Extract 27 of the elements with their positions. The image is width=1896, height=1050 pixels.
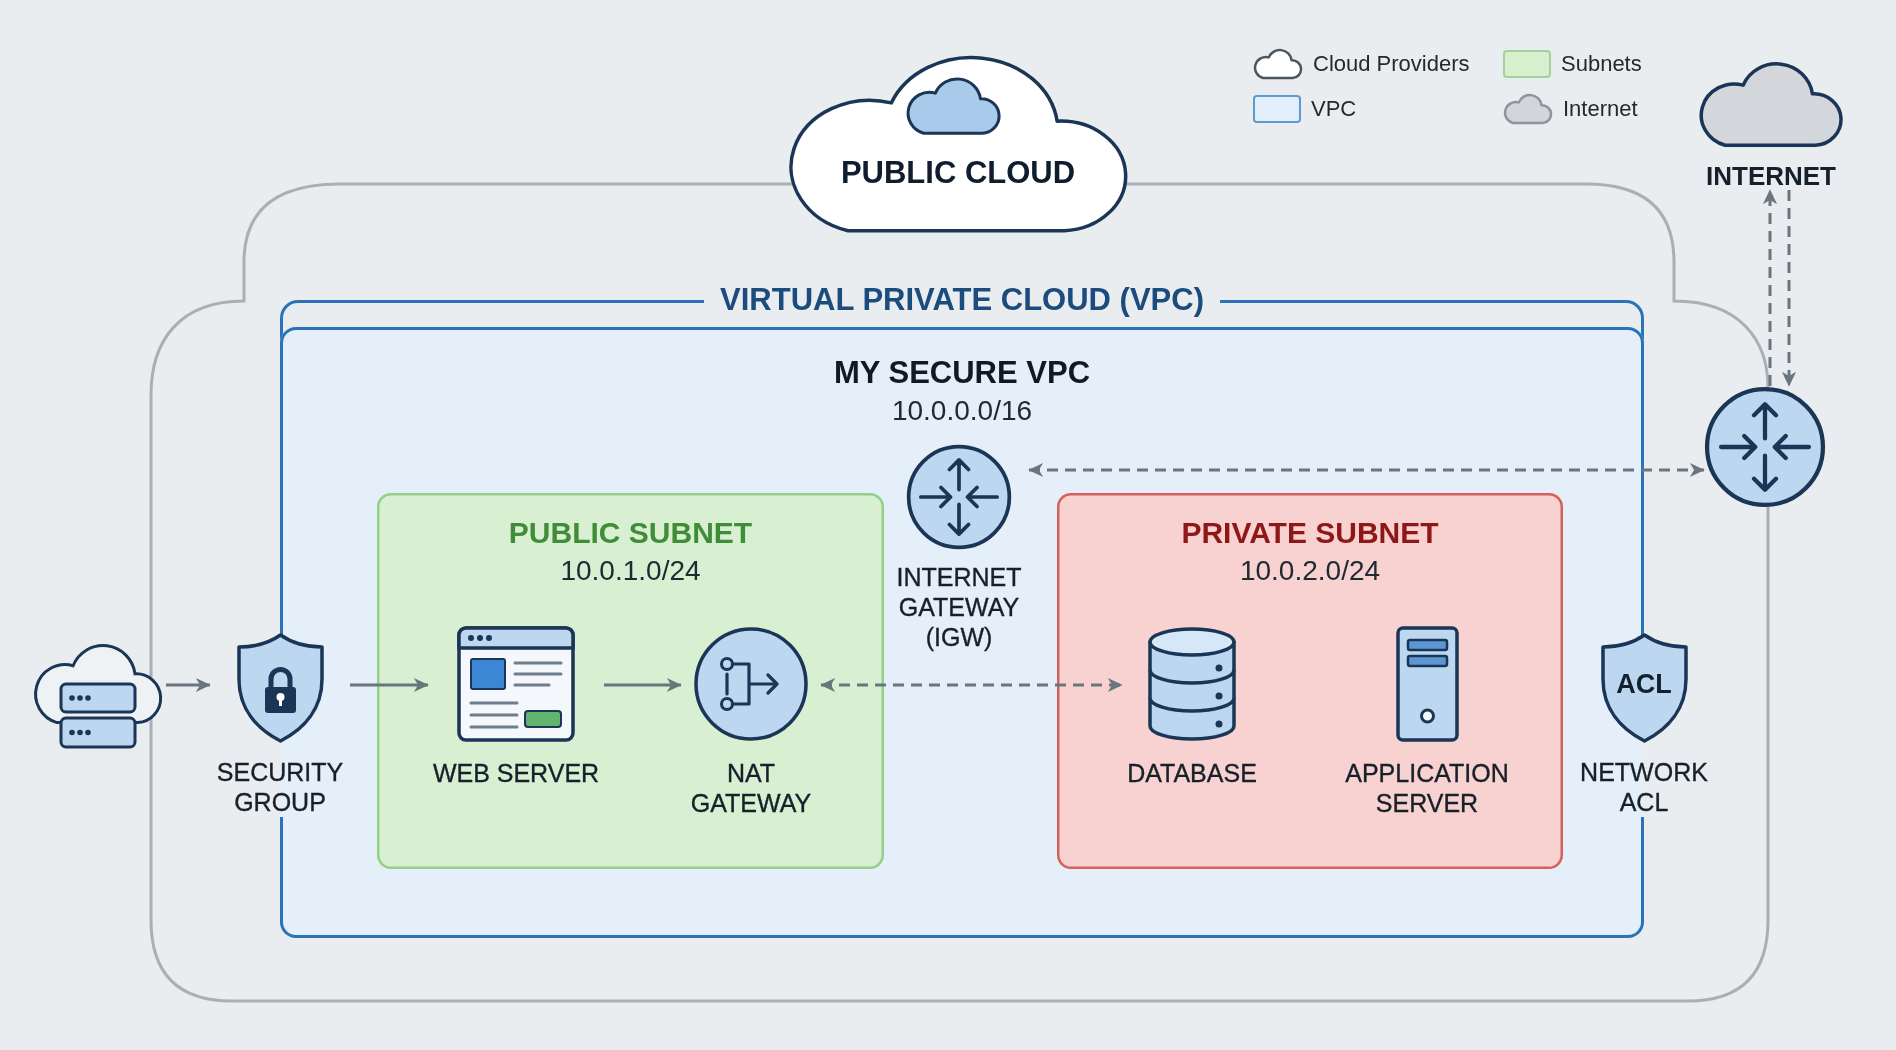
subnet-title: PRIVATE SUBNET xyxy=(1181,515,1439,551)
legend-label: Internet xyxy=(1563,96,1638,122)
legend-label: Subnets xyxy=(1561,51,1642,77)
node-label: NAT GATEWAY xyxy=(689,758,813,818)
arrow xyxy=(604,677,682,693)
subnet-title: PUBLIC SUBNET xyxy=(508,515,753,551)
legend-label: Cloud Providers xyxy=(1313,51,1470,77)
dashed-double-arrow xyxy=(1028,462,1705,478)
dashed-arrow xyxy=(1762,189,1778,386)
dashed-arrow xyxy=(1781,190,1797,387)
vpc-name: MY SECURE VPC xyxy=(833,355,1091,391)
node-label: INTERNET xyxy=(1706,162,1836,190)
subnet-panel xyxy=(377,493,884,869)
shield-text: ACL xyxy=(1616,669,1672,699)
node-label: WEB SERVER xyxy=(432,758,600,788)
arrow xyxy=(166,677,211,693)
cidr-label: 10.0.1.0/24 xyxy=(560,555,701,587)
cidr-label: 10.0.2.0/24 xyxy=(1239,555,1381,587)
node-label: APPLICATION SERVER xyxy=(1344,758,1510,818)
dashed-double-arrow xyxy=(820,677,1123,693)
arrow xyxy=(350,677,429,693)
subnet-panel xyxy=(1057,493,1563,869)
cidr-label: 10.0.0.0/16 xyxy=(891,395,1033,427)
legend-label: VPC xyxy=(1311,96,1357,122)
node-label: INTERNET GATEWAY (IGW) xyxy=(895,562,1023,652)
region-title: PUBLIC CLOUD xyxy=(840,155,1076,191)
node-label: DATABASE xyxy=(1127,758,1257,788)
